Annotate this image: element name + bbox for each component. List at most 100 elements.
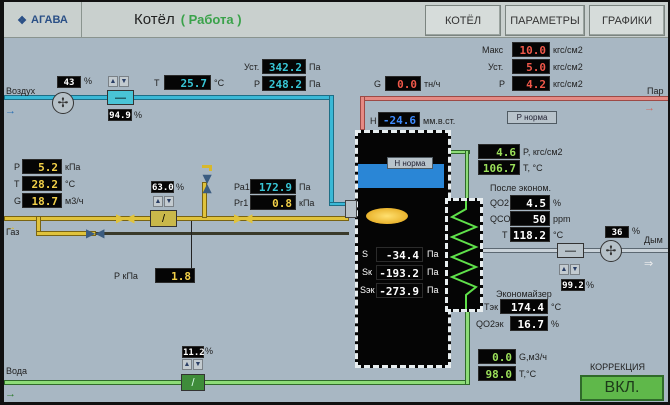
- air-fan-value: 43: [57, 76, 81, 88]
- water-pipe: [4, 380, 470, 385]
- economizer: [445, 198, 483, 312]
- unit: Па: [427, 249, 439, 259]
- steam-pipe-down: [360, 96, 365, 130]
- unit: кгс/см2: [553, 45, 583, 55]
- air-fan-icon[interactable]: ✢: [52, 92, 74, 114]
- unit: %: [134, 110, 143, 120]
- status-text: ( Работа ): [180, 12, 242, 27]
- unit: м3/ч: [65, 196, 84, 206]
- tab-parameters[interactable]: ПАРАМЕТРЫ: [505, 5, 585, 36]
- gas-damper-value: 63.0: [151, 181, 174, 193]
- label: QO2: [490, 198, 510, 208]
- air-damper-value: 94.9: [108, 109, 132, 121]
- draft-value: -193.2: [376, 265, 423, 280]
- gas-shutoff-valve-icon[interactable]: ▶◀: [116, 211, 135, 225]
- label: T, °C: [523, 163, 543, 173]
- water-valve[interactable]: /: [181, 374, 205, 391]
- steam-arrow-icon: →: [644, 102, 655, 114]
- down-arrow-icon[interactable]: ▼: [193, 359, 203, 370]
- outlet-pressure-value: 4.6: [478, 144, 520, 159]
- gas-label: Газ: [6, 227, 20, 237]
- air-setpoint-value: 342.2: [262, 59, 306, 74]
- steam-setpoint-value: 5.0: [512, 59, 550, 74]
- o2-value: 4.5: [510, 195, 550, 210]
- gas-bypass-closed: [96, 232, 349, 235]
- air-damper-arrows[interactable]: ▲▼: [108, 76, 129, 87]
- level-value: -24.6: [378, 112, 420, 127]
- gas-flow-value: 18.7: [22, 193, 62, 208]
- label: T: [154, 78, 160, 88]
- flue-arrow-icon: ⇒: [644, 258, 654, 270]
- label: Sк: [362, 267, 372, 277]
- vent-valve-icon[interactable]: ▶◀: [201, 174, 216, 194]
- label: G: [14, 196, 22, 206]
- label: H: [370, 116, 377, 126]
- flame-icon: [366, 208, 408, 224]
- flame-logo-icon: ❖: [17, 14, 28, 27]
- exhaust-fan-value: 36: [605, 226, 629, 238]
- steam-pressure-value: 4.2: [512, 76, 550, 91]
- bypass-valve-icon[interactable]: ▶◀: [86, 226, 105, 240]
- up-arrow-icon[interactable]: ▲: [108, 76, 118, 87]
- unit: Па: [309, 79, 321, 89]
- label: Рг1: [234, 198, 249, 208]
- boiler-screen: ❖АГАВА Котёл( Работа ) КОТЁЛ ПАРАМЕТРЫ Г…: [4, 2, 668, 402]
- air-arrow-icon: →: [5, 105, 16, 117]
- draft-value: -34.4: [376, 247, 423, 262]
- tab-boiler[interactable]: КОТЁЛ: [425, 5, 501, 36]
- section-title: После эконом.: [490, 183, 552, 193]
- unit: %: [553, 198, 562, 208]
- gas-arrow-icon: →: [6, 222, 16, 233]
- flue-damper[interactable]: —: [557, 243, 584, 258]
- air-pipe-down: [329, 95, 334, 205]
- unit: %: [632, 226, 641, 236]
- down-arrow-icon[interactable]: ▼: [570, 264, 580, 275]
- exhaust-fan-icon[interactable]: ✢: [600, 240, 622, 262]
- unit: ppm: [553, 214, 571, 224]
- flue-label: Дым: [644, 235, 663, 245]
- unit: %: [176, 182, 185, 192]
- label: Уст.: [244, 62, 260, 72]
- page-title: Котёл( Работа ): [134, 11, 242, 28]
- down-arrow-icon[interactable]: ▼: [164, 196, 174, 207]
- flue-temp-value: 118.2: [510, 227, 550, 242]
- water-valve-arrows[interactable]: ▲▼: [182, 359, 203, 370]
- tab-graphs[interactable]: ГРАФИКИ: [589, 5, 665, 36]
- pr1-value: 0.8: [250, 195, 296, 210]
- economizer-o2-value: 16.7: [510, 316, 548, 331]
- water-label: Вода: [6, 366, 28, 376]
- gas-pressure-after-value: 1.8: [155, 268, 195, 283]
- gas-valve-2-icon[interactable]: ▶◀: [234, 211, 253, 225]
- gas-regulator-damper[interactable]: /: [150, 210, 177, 227]
- unit: °C: [214, 78, 225, 88]
- water-valve-value: 11.2: [182, 346, 205, 358]
- section-title: Экономайзер: [496, 289, 552, 299]
- down-arrow-icon[interactable]: ▼: [119, 76, 129, 87]
- air-damper[interactable]: —: [107, 90, 134, 105]
- unit: %: [586, 280, 595, 290]
- steam-max-value: 10.0: [512, 42, 550, 57]
- up-arrow-icon[interactable]: ▲: [182, 359, 192, 370]
- logo: ❖АГАВА: [4, 2, 82, 38]
- correction-on-button[interactable]: ВКЛ.: [580, 375, 664, 401]
- label: G: [374, 79, 382, 89]
- flue-damper-arrows[interactable]: ▲▼: [559, 264, 580, 275]
- up-arrow-icon[interactable]: ▲: [559, 264, 569, 275]
- up-arrow-icon[interactable]: ▲: [153, 196, 163, 207]
- water-pipe-up: [465, 310, 470, 385]
- water-flow-value: 0.0: [478, 349, 516, 364]
- air-pressure-value: 248.2: [262, 76, 306, 91]
- unit: тн/ч: [424, 79, 441, 89]
- label: QO2эк: [476, 319, 504, 329]
- gas-bypass: [36, 231, 96, 236]
- header: ❖АГАВА Котёл( Работа ) КОТЁЛ ПАРАМЕТРЫ Г…: [4, 2, 668, 38]
- label: G,м3/ч: [519, 352, 547, 362]
- unit: Па: [309, 62, 321, 72]
- gas-damper-arrows[interactable]: ▲▼: [153, 196, 174, 207]
- unit: Па: [427, 285, 439, 295]
- gas-temp-value: 28.2: [22, 176, 62, 191]
